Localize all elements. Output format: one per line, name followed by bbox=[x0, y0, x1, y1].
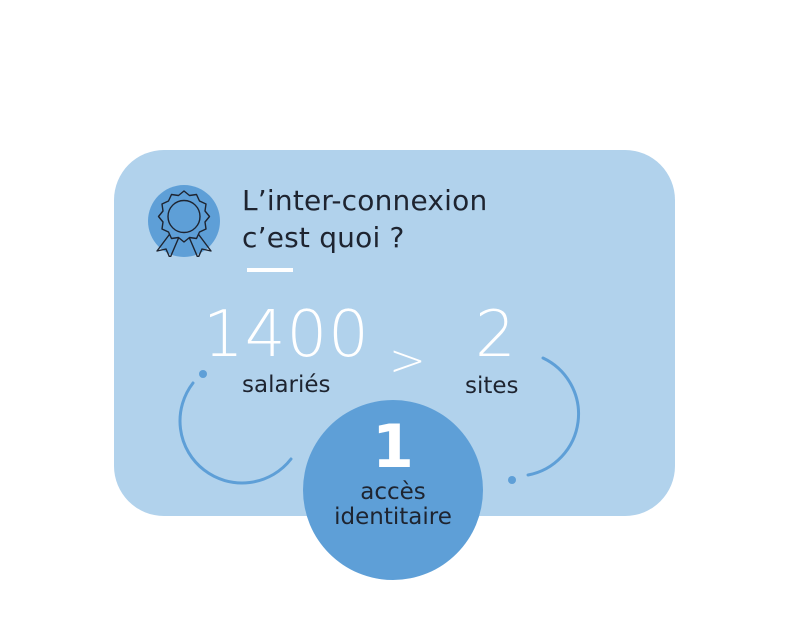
right-connector-dot bbox=[508, 476, 516, 484]
employees-label: salariés bbox=[242, 372, 331, 398]
greater-than-symbol: > bbox=[389, 335, 426, 386]
card-title: L’inter-connexion c’est quoi ? bbox=[242, 182, 487, 256]
title-line-1: L’inter-connexion bbox=[242, 184, 488, 217]
identity-access-label-line-2: identitaire bbox=[334, 504, 452, 530]
identity-access-count: 1 bbox=[372, 412, 414, 482]
left-connector-arc bbox=[178, 381, 293, 485]
title-underline bbox=[247, 268, 293, 272]
employees-count: 1400 bbox=[203, 298, 370, 372]
identity-access-circle: 1 accès identitaire bbox=[303, 400, 483, 580]
sites-count: 2 bbox=[475, 298, 516, 372]
right-connector-arc bbox=[526, 356, 581, 477]
award-ribbon-icon bbox=[148, 185, 220, 257]
sites-label: sites bbox=[465, 373, 519, 399]
title-line-2: c’est quoi ? bbox=[242, 221, 405, 254]
left-connector-dot bbox=[199, 370, 207, 378]
identity-access-label: accès identitaire bbox=[303, 480, 483, 530]
identity-access-label-line-1: accès bbox=[360, 479, 426, 505]
